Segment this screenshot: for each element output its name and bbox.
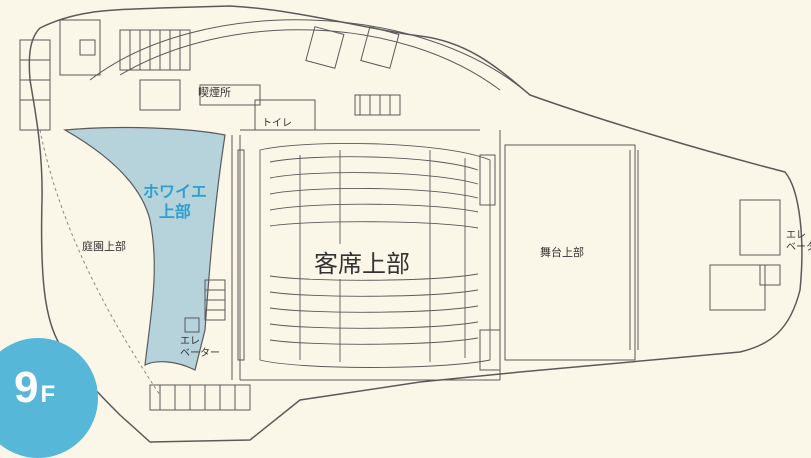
audience-seating — [259, 143, 491, 368]
elevator-right-line2: ベータ — [786, 242, 811, 253]
foyer-label: ホワイエ 上部 — [143, 182, 207, 222]
audience-label: 客席上部 — [310, 244, 414, 279]
foyer-area — [63, 126, 226, 371]
elevator-left-line2: ベーター — [180, 348, 220, 359]
floor-badge — [0, 338, 98, 458]
elevator-right-line1: エレ — [786, 230, 806, 241]
floor-suffix: F — [40, 381, 56, 408]
floor-plan-drawing — [19, 5, 803, 443]
garden-label: 庭園上部 — [82, 240, 126, 253]
elevator-left-line1: エレ — [180, 336, 200, 347]
floor-map: 喫煙所 トイレ ホワイエ 上部 庭園上部 客席上部 舞台上部 エレ ベーター エ… — [0, 5, 811, 458]
corridor-walls — [149, 84, 781, 411]
floor-badge-text: 9F — [14, 366, 55, 410]
roof-arc-top — [89, 19, 531, 96]
outer-arc-garden — [39, 129, 161, 396]
elevator-right-label: エレ ベータ — [786, 230, 811, 254]
foyer-label-line1: ホワイエ — [143, 182, 207, 201]
roof-arc-inner — [119, 29, 501, 91]
building-outline — [28, 5, 803, 443]
stage-label: 舞台上部 — [540, 246, 584, 259]
toilet-label: トイレ — [262, 118, 292, 129]
foyer-label-line2: 上部 — [158, 202, 191, 221]
left-stair-block — [19, 19, 101, 131]
elevator-left-label: エレ ベーター — [180, 336, 220, 360]
smoking-area-label: 喫煙所 — [198, 86, 231, 99]
floor-number: 9 — [14, 363, 39, 412]
top-stairs — [119, 26, 401, 116]
